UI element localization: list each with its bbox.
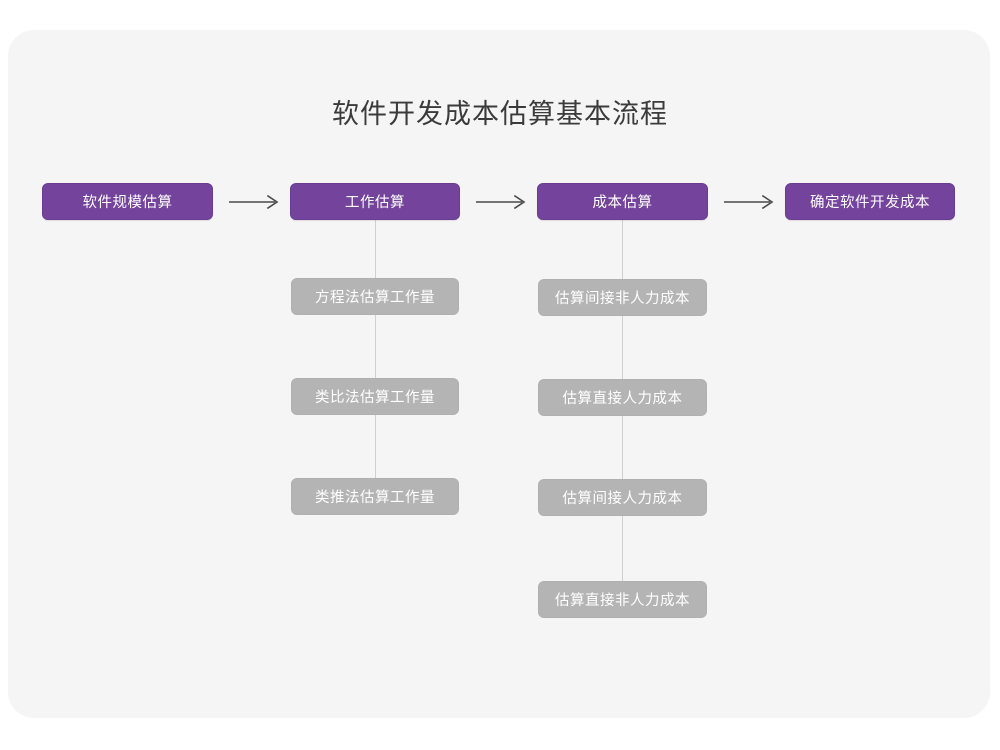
node-equation-method-effort[interactable]: 方程法估算工作量: [291, 278, 459, 315]
node-indirect-nonlabor-cost[interactable]: 估算间接非人力成本: [538, 279, 707, 316]
page-title: 软件开发成本估算基本流程: [332, 99, 668, 129]
connector-work-to-sub1: [375, 220, 376, 278]
diagram-card: [8, 30, 990, 718]
node-indirect-labor-cost[interactable]: 估算间接人力成本: [538, 479, 707, 516]
node-software-scale-estimation[interactable]: 软件规模估算: [42, 183, 213, 220]
connector-cost-sub3-to-sub4: [622, 516, 623, 581]
node-label: 估算间接人力成本: [562, 491, 683, 507]
node-direct-labor-cost[interactable]: 估算直接人力成本: [538, 379, 707, 416]
node-label: 估算直接非人力成本: [555, 593, 690, 609]
node-label: 估算直接人力成本: [562, 391, 683, 407]
right-arrow-icon: [474, 193, 530, 211]
connector-cost-to-sub1: [622, 220, 623, 279]
node-label: 类推法估算工作量: [315, 490, 435, 506]
node-inference-method-effort[interactable]: 类推法估算工作量: [291, 478, 459, 515]
node-label: 软件规模估算: [82, 195, 173, 211]
node-label: 成本估算: [592, 195, 653, 211]
right-arrow-icon: [722, 193, 778, 211]
right-arrow-icon: [227, 193, 283, 211]
node-label: 工作估算: [345, 195, 405, 211]
node-label: 确定软件开发成本: [810, 195, 930, 211]
node-label: 类比法估算工作量: [315, 390, 435, 406]
connector-cost-sub1-to-sub2: [622, 316, 623, 379]
node-label: 估算间接非人力成本: [555, 291, 690, 307]
node-cost-estimation[interactable]: 成本估算: [537, 183, 708, 220]
connector-sub2-to-sub3: [375, 415, 376, 478]
connector-sub1-to-sub2: [375, 315, 376, 378]
node-analogy-method-effort[interactable]: 类比法估算工作量: [291, 378, 459, 415]
connector-cost-sub2-to-sub3: [622, 416, 623, 479]
node-label: 方程法估算工作量: [315, 290, 435, 306]
node-work-estimation[interactable]: 工作估算: [290, 183, 460, 220]
node-direct-nonlabor-cost[interactable]: 估算直接非人力成本: [538, 581, 707, 618]
node-determine-development-cost[interactable]: 确定软件开发成本: [785, 183, 955, 220]
